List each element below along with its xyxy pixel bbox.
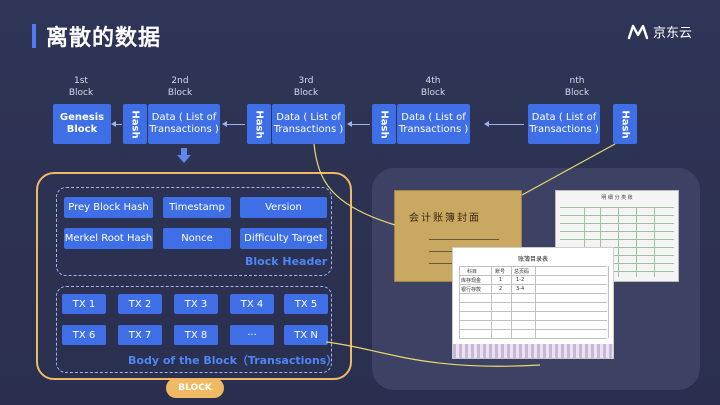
ledger-line <box>560 263 674 264</box>
table-col <box>491 266 492 338</box>
index-table-title: 账簿目录表 <box>517 256 548 263</box>
down-arrow-icon <box>177 148 191 163</box>
table-line <box>459 311 607 312</box>
ledger-col <box>654 207 655 277</box>
header-field-merkle-root: Merkel Root Hash <box>64 228 153 249</box>
hash-box-2: Hash <box>123 104 147 144</box>
chain-arrow-3 <box>347 121 370 127</box>
ledger-line <box>560 215 674 216</box>
table-col <box>608 266 609 338</box>
transaction-item: TX 7 <box>118 325 162 345</box>
table-col <box>535 266 536 338</box>
table-cell: 1-2 <box>516 277 525 283</box>
transaction-item: TX 1 <box>62 294 106 314</box>
ledger-line <box>560 223 674 224</box>
table-cell: 3-4 <box>516 286 525 292</box>
table-header-cell: 账号 <box>495 269 506 275</box>
table-header-cell: 总页码 <box>514 269 530 275</box>
cover-title: 会计账簿封面 <box>409 213 481 224</box>
block-body-region <box>56 286 332 373</box>
transaction-item: TX 6 <box>62 325 106 345</box>
block-body-label: Body of the Block（Transactions） <box>128 354 338 367</box>
hash-box-4: Hash <box>372 104 396 144</box>
transaction-item: TX N <box>284 325 328 345</box>
table-cell: 银行存款 <box>461 287 482 293</box>
table-line <box>459 302 607 303</box>
ledger-col <box>584 207 585 277</box>
title-accent-bar <box>32 24 36 48</box>
transaction-item: TX 8 <box>174 325 218 345</box>
table-header-cell: 科目 <box>467 269 478 275</box>
jd-cloud-logo-icon <box>627 24 649 39</box>
hash-box-n: Hash <box>613 104 637 144</box>
transaction-item: ··· <box>230 325 274 345</box>
table-line <box>459 284 607 285</box>
transaction-item: TX 5 <box>284 294 328 314</box>
ledger-line <box>560 271 674 272</box>
chain-arrow-2 <box>222 121 245 127</box>
ledger-line <box>560 255 674 256</box>
cover-line <box>429 239 499 240</box>
block-tag: BLOCK <box>166 378 224 398</box>
ledger-title: 明 细 分 类 账 <box>601 195 633 201</box>
table-line <box>459 275 607 276</box>
ledger-col <box>636 207 637 277</box>
header-field-prev-hash: Prey Block Hash <box>64 197 153 218</box>
hash-box-3: Hash <box>247 104 271 144</box>
header-field-timestamp: Timestamp <box>163 197 231 218</box>
header-field-version: Version <box>240 197 327 218</box>
table-col <box>511 266 512 338</box>
ledger-line <box>560 231 674 232</box>
table-cell: 1 <box>499 277 503 283</box>
transaction-item: TX 2 <box>118 294 162 314</box>
transaction-item: TX 4 <box>230 294 274 314</box>
header-field-nonce: Nonce <box>163 228 231 249</box>
brand-logo: 京东云 <box>627 22 692 41</box>
page-title: 离散的数据 <box>46 26 162 51</box>
transaction-item: TX 3 <box>174 294 218 314</box>
header-field-difficulty: Difficulty Target <box>240 228 327 249</box>
ledger-col <box>618 207 619 277</box>
ledger-index-document: 账簿目录表 科目 账号 总页码 库存现金 1 1-2 银行存款 2 3-4 <box>452 247 614 359</box>
table-line <box>459 266 607 267</box>
logo-text: 京东云 <box>652 26 692 41</box>
document-fringe <box>453 344 613 358</box>
table-line <box>459 329 607 330</box>
block-header-region <box>56 187 332 276</box>
table-col <box>459 266 460 338</box>
ledger-col <box>600 207 601 277</box>
chain-arrow-1 <box>111 121 122 127</box>
ledger-line <box>560 207 674 208</box>
table-line <box>459 293 607 294</box>
table-line <box>459 338 607 339</box>
ledger-line <box>560 247 674 248</box>
chain-arrow-4 <box>484 121 524 127</box>
table-cell: 库存现金 <box>461 278 482 284</box>
table-line <box>459 320 607 321</box>
block-header-label: Block Header <box>245 255 328 268</box>
table-cell: 2 <box>499 286 503 292</box>
ledger-line <box>560 239 674 240</box>
